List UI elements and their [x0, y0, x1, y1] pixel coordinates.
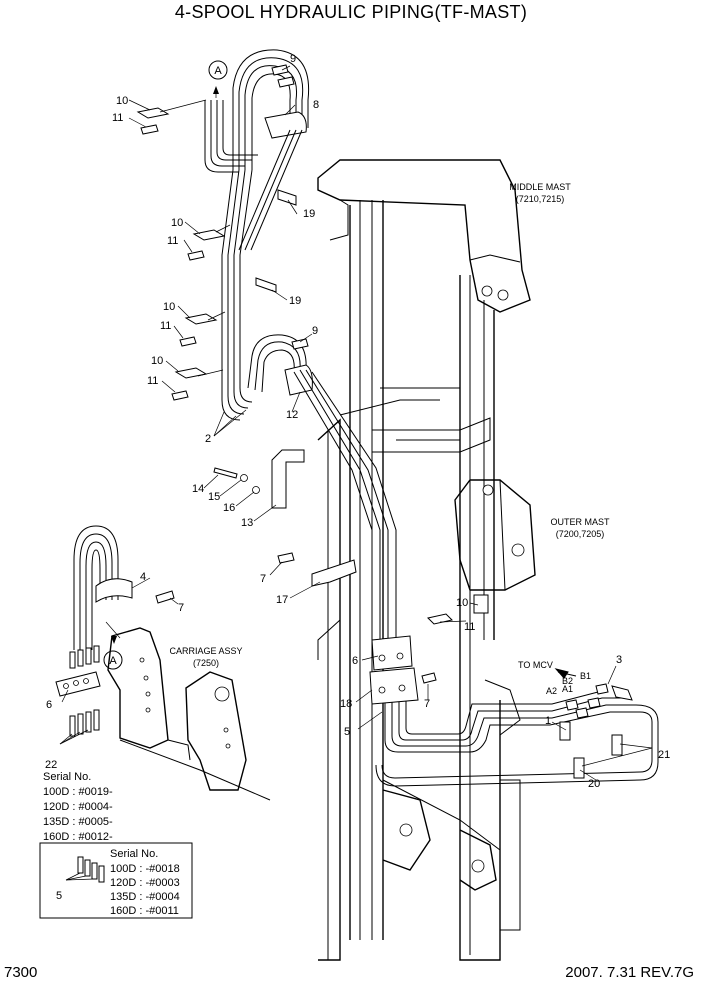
- callout-21: 21: [658, 749, 670, 761]
- serial-left-row: 160D : #0012-: [43, 831, 113, 843]
- callout-11-b: 11: [167, 235, 178, 247]
- callout-7-mast: 7: [260, 573, 266, 585]
- caption-to-mcv: TO MCV: [518, 660, 553, 670]
- callout-11-d: 11: [147, 375, 158, 387]
- page-title: 4-SPOOL HYDRAULIC PIPING(TF-MAST): [174, 2, 528, 22]
- svg-text:A: A: [109, 655, 117, 667]
- port-b2: B2: [562, 676, 573, 686]
- caption-middle-mast-codes: (7210,7215): [516, 194, 565, 204]
- callout-11-e: 11: [464, 621, 475, 633]
- page-number: 7300: [4, 964, 38, 981]
- callout-10-b: 10: [171, 217, 183, 229]
- callout-22: 22: [45, 759, 57, 771]
- callout-1: 1: [545, 715, 551, 727]
- serial-box: Serial No. 100D : -#0018 120D : -#0003 1…: [110, 848, 180, 917]
- callout-4: 4: [140, 571, 146, 583]
- callout-16: 16: [223, 502, 235, 514]
- callout-7-detail: 7: [178, 602, 184, 614]
- callout-19-b: 19: [289, 295, 301, 307]
- serial-box-row: 160D : -#0011: [110, 905, 179, 917]
- callout-9-top: 9: [290, 53, 296, 65]
- caption-carriage-codes: (7250): [193, 658, 219, 668]
- caption-outer-mast: OUTER MAST: [550, 517, 610, 527]
- callout-15: 15: [208, 491, 220, 503]
- port-a1: A1: [562, 684, 573, 694]
- callout-17: 17: [276, 594, 288, 606]
- hardware-parts: [136, 64, 633, 719]
- callout-10-a: 10: [116, 95, 128, 107]
- caption-middle-mast: MIDDLE MAST: [509, 182, 571, 192]
- callout-10-c: 10: [163, 301, 175, 313]
- serial-left: Serial No. 100D : #0019- 120D : #0004- 1…: [43, 771, 113, 843]
- detail-view-a: [55, 525, 271, 801]
- serial-left-row: 100D : #0019-: [43, 786, 113, 798]
- callout-5-box: 5: [56, 890, 62, 902]
- callout-8: 8: [313, 99, 319, 111]
- callout-20: 20: [588, 778, 600, 790]
- callout-5-mast: 5: [344, 726, 350, 738]
- callout-10-d: 10: [151, 355, 163, 367]
- callout-14: 14: [192, 483, 204, 495]
- callout-19-a: 19: [303, 208, 315, 220]
- middle-mast: [317, 159, 536, 961]
- callouts: 9 10 11 8 19 10 11 19 10 11 9 10 11 12 2…: [45, 53, 670, 902]
- serial-left-row: 120D : #0004-: [43, 801, 113, 813]
- serial-box-heading: Serial No.: [110, 848, 158, 860]
- serial-box-row: 100D : -#0018: [110, 863, 180, 875]
- leader-lines: [59, 65, 653, 881]
- callout-6-mast: 6: [352, 655, 358, 667]
- port-b1: B1: [580, 671, 591, 681]
- callout-10-e: 10: [456, 597, 468, 609]
- callout-11-c: 11: [160, 320, 171, 332]
- view-a-marker-detail: A: [103, 636, 123, 670]
- callout-13: 13: [241, 517, 253, 529]
- caption-carriage: CARRIAGE ASSY: [169, 646, 242, 656]
- callout-2: 2: [205, 433, 211, 445]
- port-a2: A2: [546, 686, 557, 696]
- callout-18: 18: [340, 698, 352, 710]
- callout-9-bottom: 9: [312, 325, 318, 337]
- svg-text:A: A: [214, 65, 222, 77]
- view-a-marker-top: A: [208, 60, 228, 94]
- callout-3: 3: [616, 654, 622, 666]
- serial-left-heading: Serial No.: [43, 771, 91, 783]
- callout-12: 12: [286, 409, 298, 421]
- serial-box-fittings: [77, 856, 105, 883]
- hose-bundle: [204, 49, 659, 787]
- serial-left-row: 135D : #0005-: [43, 816, 113, 828]
- callout-6-detail: 6: [46, 699, 52, 711]
- serial-box-row: 135D : -#0004: [110, 891, 180, 903]
- callout-7-manifold: 7: [424, 698, 430, 710]
- serial-box-row: 120D : -#0003: [110, 877, 180, 889]
- callout-11-a: 11: [112, 112, 123, 124]
- revision-stamp: 2007. 7.31 REV.7G: [565, 964, 694, 981]
- caption-outer-mast-codes: (7200,7205): [556, 529, 605, 539]
- serial-box-frame: [39, 842, 193, 919]
